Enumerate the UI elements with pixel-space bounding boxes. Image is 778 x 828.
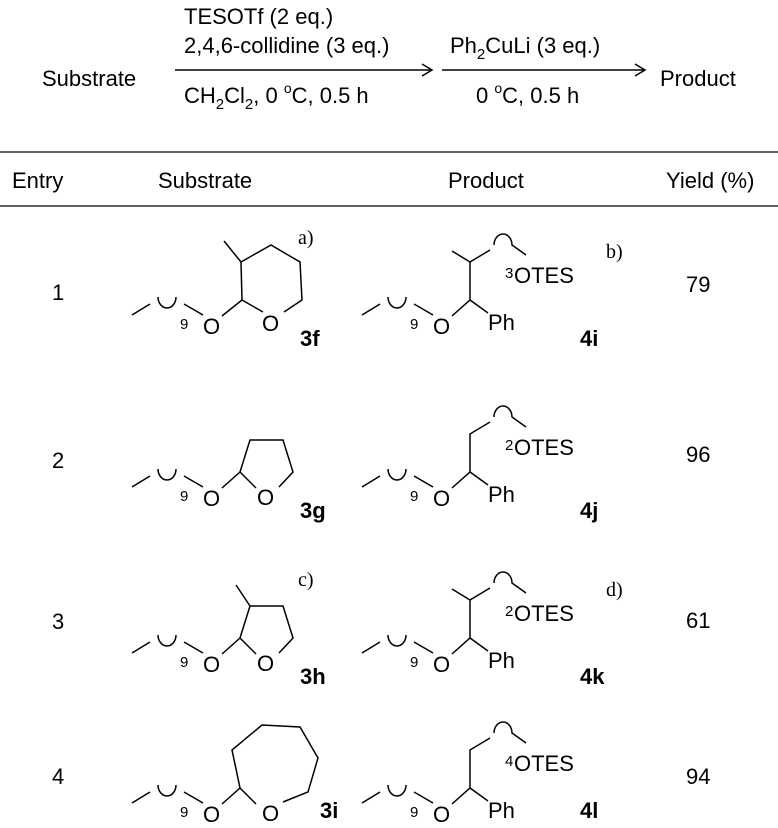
step2-condition: 0 oC, 0.5 h xyxy=(476,80,579,108)
footnote-mark: c) xyxy=(298,569,314,591)
furan-ring xyxy=(221,584,294,655)
compound-id: 3f xyxy=(300,326,320,351)
otes-group: OTES xyxy=(514,601,574,626)
acetal-oxygen: O xyxy=(203,486,220,511)
product-structure-4j: 9 O 2 OTES Ph 4j xyxy=(361,405,598,523)
decyl-chain xyxy=(131,296,204,316)
substrate-structure-3i: 9 O O 3i xyxy=(131,724,338,827)
step2-arrow-head xyxy=(634,63,647,77)
phenyl-group: Ph xyxy=(488,798,515,823)
product-structure-4k: 9 O 2 OTES Ph d) 4k xyxy=(361,571,623,689)
decyl-chain xyxy=(361,784,434,804)
decyl-chain xyxy=(131,468,204,488)
step2-reagent: Ph2CuLi (3 eq.) xyxy=(450,33,600,63)
chain-subscript: 9 xyxy=(410,488,418,505)
chain-subscript: 9 xyxy=(410,654,418,671)
table-row: 1 9 O O a) 3f 9 O 3 OTES Ph b) 4i 79 xyxy=(52,227,710,351)
acetal-oxygen: O xyxy=(203,314,220,339)
ring-oxygen: O xyxy=(262,311,279,336)
entry-number: 4 xyxy=(52,764,64,789)
chain-subscript: 9 xyxy=(180,654,188,671)
entry-number: 2 xyxy=(52,448,64,473)
step1-arrow-head xyxy=(421,63,434,77)
carbon-chain xyxy=(451,571,527,655)
ether-oxygen: O xyxy=(433,486,450,511)
chain-subscript: 9 xyxy=(180,316,188,333)
ring-oxygen: O xyxy=(257,651,274,676)
substrate-structure-3h: 9 O O c) 3h xyxy=(131,569,326,689)
chain-subscript: 9 xyxy=(410,804,418,821)
otes-group: OTES xyxy=(514,435,574,460)
carbon-chain xyxy=(451,233,527,317)
yield-value: 96 xyxy=(686,442,710,467)
carbon-chain xyxy=(451,721,527,805)
phenyl-group: Ph xyxy=(488,648,515,673)
scheme-product-label: Product xyxy=(660,66,736,91)
acetal-oxygen: O xyxy=(203,802,220,823)
header-yield: Yield (%) xyxy=(666,168,754,193)
compound-id: 3h xyxy=(300,664,326,689)
entry-number: 3 xyxy=(52,609,64,634)
footnote-mark: d) xyxy=(606,579,623,601)
compound-id: 3g xyxy=(300,498,326,523)
chain-subscript: 9 xyxy=(180,804,188,821)
reaction-scheme: Substrate TESOTf (2 eq.) 2,4,6-collidine… xyxy=(42,4,736,113)
yield-value: 94 xyxy=(686,764,710,789)
chain-n: 2 xyxy=(505,437,513,454)
ring-oxygen: O xyxy=(257,485,274,510)
scheme-substrate-label: Substrate xyxy=(42,66,136,91)
table-row: 4 9 O O 3i 9 O 4 OTES Ph 4l 94 xyxy=(52,721,710,827)
header-product: Product xyxy=(448,168,524,193)
yield-value: 61 xyxy=(686,608,710,633)
ether-oxygen: O xyxy=(433,802,450,823)
substrate-structure-3f: 9 O O a) 3f xyxy=(131,227,320,351)
compound-id: 4l xyxy=(580,798,598,823)
chain-n: 2 xyxy=(505,603,513,620)
step1-reagent-a: TESOTf (2 eq.) xyxy=(184,4,333,29)
header-entry: Entry xyxy=(12,168,63,193)
step1-condition: CH2Cl2, 0 oC, 0.5 h xyxy=(184,80,369,113)
entry-number: 1 xyxy=(52,280,64,305)
compound-id: 4j xyxy=(580,498,598,523)
product-structure-4i: 9 O 3 OTES Ph b) 4i xyxy=(361,233,623,351)
otes-group: OTES xyxy=(514,751,574,776)
yield-value: 79 xyxy=(686,272,710,297)
table-row: 3 9 O O c) 3h 9 O 2 OTES Ph d) 4k 61 xyxy=(52,569,710,689)
decyl-chain xyxy=(361,468,434,488)
product-structure-4l: 9 O 4 OTES Ph 4l xyxy=(361,721,598,827)
chain-n: 3 xyxy=(505,265,513,282)
acetal-oxygen: O xyxy=(203,652,220,677)
ether-oxygen: O xyxy=(433,314,450,339)
phenyl-group: Ph xyxy=(488,482,515,507)
decyl-chain xyxy=(361,296,434,316)
footnote-mark: a) xyxy=(298,227,314,249)
otes-group: OTES xyxy=(514,263,574,288)
decyl-chain xyxy=(131,634,204,654)
chain-subscript: 9 xyxy=(410,316,418,333)
ring-oxygen: O xyxy=(262,801,279,823)
compound-id: 3i xyxy=(320,798,338,823)
phenyl-group: Ph xyxy=(488,310,515,335)
step1-reagent-b: 2,4,6-collidine (3 eq.) xyxy=(184,33,389,58)
header-substrate: Substrate xyxy=(158,168,252,193)
furan-ring xyxy=(221,439,294,489)
compound-id: 4i xyxy=(580,326,598,351)
carbon-chain xyxy=(451,405,527,489)
chain-n: 4 xyxy=(505,753,513,770)
decyl-chain xyxy=(361,634,434,654)
pyran-ring xyxy=(221,240,303,317)
decyl-chain xyxy=(131,784,204,804)
ether-oxygen: O xyxy=(433,652,450,677)
compound-id: 4k xyxy=(580,664,605,689)
chain-subscript: 9 xyxy=(180,488,188,505)
footnote-mark: b) xyxy=(606,241,623,263)
substrate-structure-3g: 9 O O 3g xyxy=(131,439,326,523)
table-row: 2 9 O O 3g 9 O 2 OTES Ph 4j 96 xyxy=(52,405,710,523)
oxepane-ring xyxy=(221,724,319,805)
